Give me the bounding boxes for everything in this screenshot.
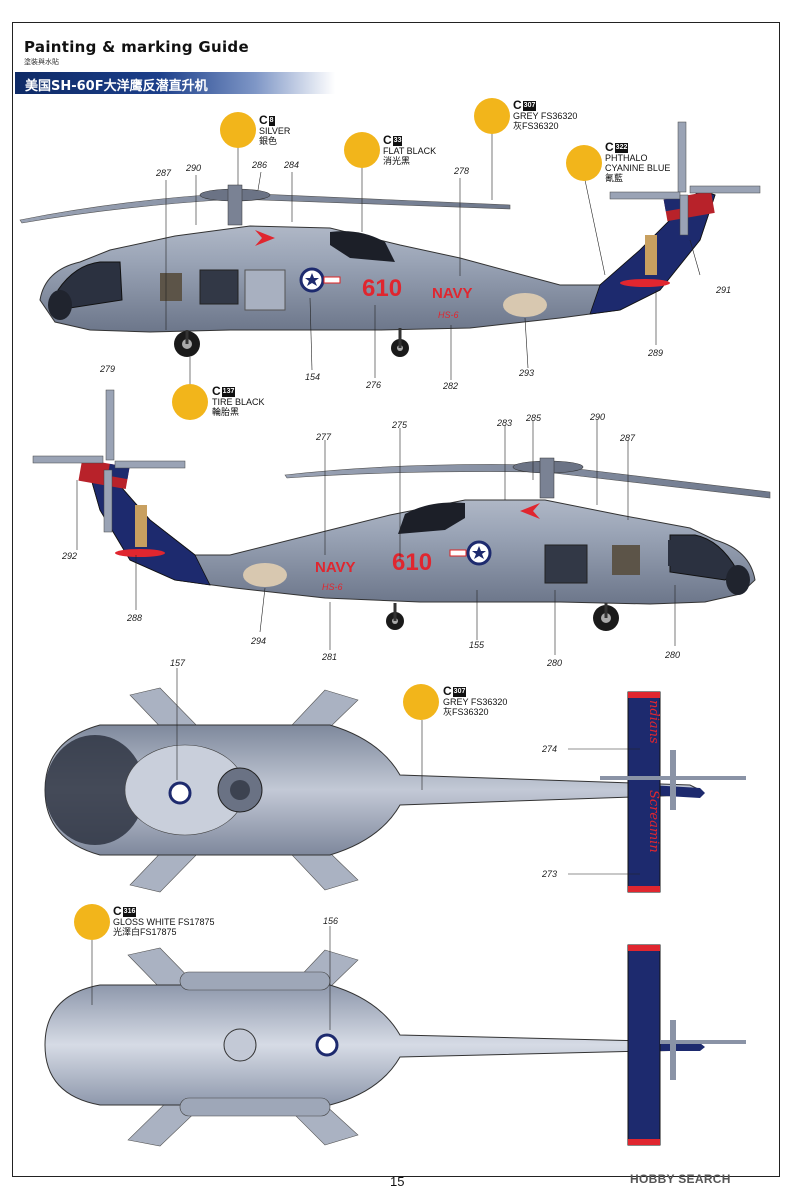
paint-brush-icon-c137 <box>172 384 208 420</box>
part-275: 275 <box>392 420 408 430</box>
paint-brush-icon-c307-top <box>403 684 439 720</box>
page-frame <box>12 22 780 1177</box>
part-274: 274 <box>542 744 558 754</box>
modex-right: 610 <box>392 549 432 576</box>
part-287: 287 <box>156 168 172 178</box>
part-293: 293 <box>519 368 535 378</box>
part-294: 294 <box>251 636 267 646</box>
part-282: 282 <box>443 381 459 391</box>
part-281: 281 <box>322 652 338 662</box>
part-155: 155 <box>469 640 485 650</box>
part-280b: 280 <box>665 650 681 660</box>
part-278: 278 <box>454 166 470 176</box>
section-banner: 美国SH-60F大洋鹰反潜直升机 <box>15 72 335 94</box>
modex-left: 610 <box>362 275 402 302</box>
leader-lines <box>76 130 701 1030</box>
side-view-left: 610 NAVY HS-6 <box>19 121 761 357</box>
paint-brush-icon-c8 <box>220 112 256 148</box>
watermark: HOBBY SEARCH <box>630 1172 731 1186</box>
paint-brush-icon-c33 <box>344 132 380 168</box>
side-view-right: 610 NAVY HS-6 <box>32 389 771 631</box>
top-view: ndians Screamin <box>44 687 746 893</box>
navy-left: NAVY <box>432 285 473 302</box>
part-292: 292 <box>62 551 78 561</box>
part-273: 273 <box>542 869 558 879</box>
part-287b: 287 <box>620 433 636 443</box>
page-subtitle: 塗裝與水貼 <box>24 59 59 66</box>
paint-brush-icon-c307 <box>474 98 510 134</box>
part-280a: 280 <box>547 658 563 668</box>
banner-text: 美国SH-60F大洋鹰反潜直升机 <box>25 79 208 94</box>
part-279: 279 <box>100 364 116 374</box>
bottom-view <box>44 944 746 1147</box>
tail-art-top-left: Screamin <box>646 790 661 853</box>
part-285: 285 <box>526 413 542 423</box>
part-288: 288 <box>127 613 143 623</box>
part-290: 290 <box>186 163 202 173</box>
paint-brush-icon-c316 <box>74 904 110 940</box>
part-290b: 290 <box>590 412 606 422</box>
part-283: 283 <box>497 418 513 428</box>
part-154: 154 <box>305 372 321 382</box>
squadron-left: HS-6 <box>438 310 459 320</box>
part-289: 289 <box>648 348 664 358</box>
part-284: 284 <box>284 160 300 170</box>
navy-right: NAVY <box>315 559 356 576</box>
part-276: 276 <box>366 380 382 390</box>
squadron-right: HS-6 <box>322 582 343 592</box>
part-291: 291 <box>716 285 732 295</box>
part-157: 157 <box>170 658 186 668</box>
page-number: 15 <box>390 1174 405 1189</box>
page-title: Painting & marking Guide <box>24 38 249 56</box>
part-156: 156 <box>323 916 339 926</box>
part-277: 277 <box>316 432 332 442</box>
part-286: 286 <box>252 160 268 170</box>
tail-art-top-right: ndians <box>646 700 661 744</box>
paint-brush-icon-c322 <box>566 145 602 181</box>
